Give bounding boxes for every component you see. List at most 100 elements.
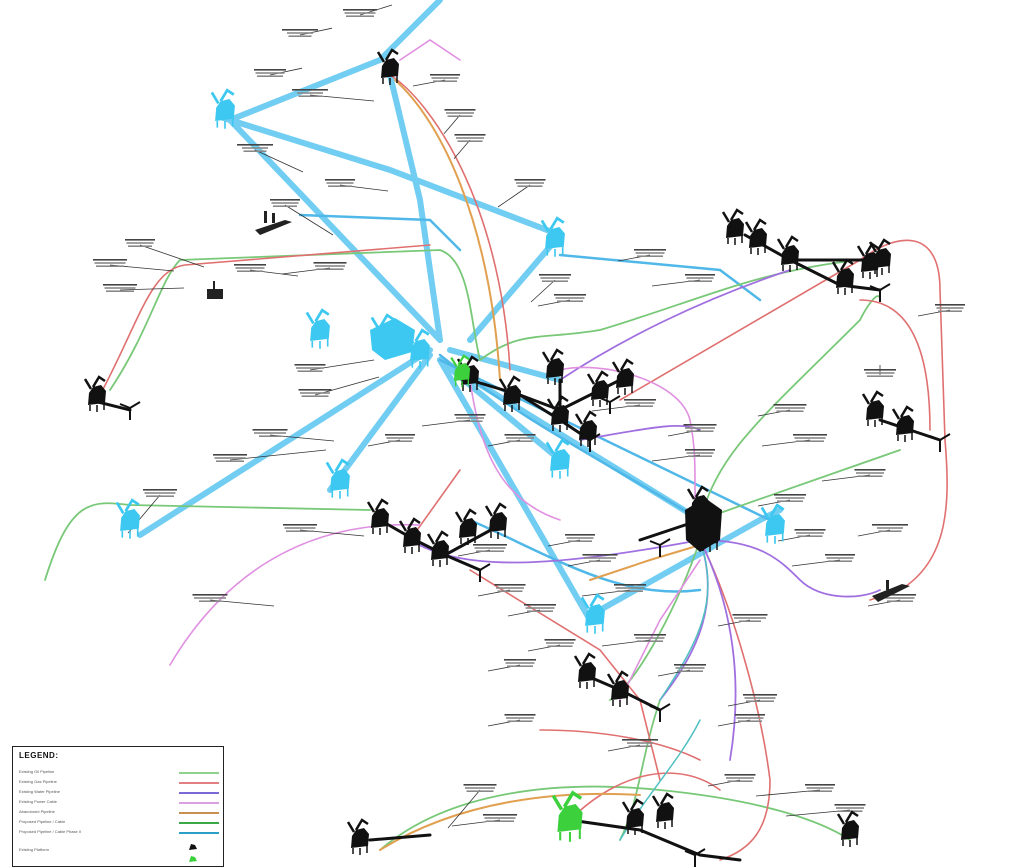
- proposed-platform-icon: [305, 308, 330, 349]
- callout-label-block: [773, 404, 807, 412]
- callout-label-block: [473, 544, 507, 552]
- vessel-icon: [255, 211, 292, 235]
- existing-platform-icon: [83, 375, 106, 412]
- callout-label-block: [298, 389, 332, 397]
- callout-label-block: [634, 249, 666, 257]
- existing-platform-icon: [366, 498, 389, 535]
- callout-label-block: [294, 364, 326, 372]
- existing-platform-icon: [498, 375, 521, 412]
- map-legend: LEGEND: Existing Oil Pipeline Existing G…: [12, 746, 224, 867]
- callout-label-block: [125, 239, 155, 247]
- existing-platform-icon: [398, 517, 421, 554]
- legend-swatch: [179, 772, 219, 774]
- existing-platform-icon: [484, 502, 507, 539]
- label-callouts: [93, 4, 965, 829]
- existing-platform-icon: [836, 810, 859, 847]
- callout-label-block: [793, 434, 827, 442]
- callout-label-block: [825, 554, 855, 562]
- existing-platform-icon: [831, 258, 854, 295]
- callout-label-block: [444, 109, 476, 117]
- callout-label-block: [622, 739, 658, 747]
- flare-stack-icon: [649, 703, 671, 722]
- callout-label-block: [494, 584, 526, 592]
- existing-platform-icon: [586, 370, 609, 407]
- existing-platform-icon: [606, 670, 629, 707]
- existing-platform-icon: [346, 818, 369, 855]
- proposed-platform-icon: [545, 438, 570, 479]
- callout-leader-line: [314, 376, 380, 396]
- legend-item-label: Proposed Pipeline / Cable: [19, 819, 66, 824]
- existing-platform-icon: [861, 390, 884, 427]
- callout-label-block: [237, 144, 273, 152]
- legend-item-label: Existing Oil Pipeline: [19, 769, 55, 774]
- red-lines: [99, 74, 948, 861]
- callout-label-block: [192, 594, 228, 602]
- callout-label-block: [325, 179, 355, 187]
- legend-swatch: [179, 812, 219, 814]
- existing-platform-icon: [574, 410, 597, 447]
- callout-label-block: [454, 414, 486, 422]
- flare-stack-icon: [579, 433, 601, 452]
- callout-label-block: [313, 262, 347, 270]
- existing-platform-icon: [621, 798, 644, 835]
- existing-platform-icon: [651, 792, 674, 829]
- callout-label-block: [524, 604, 556, 612]
- callout-label-block: [805, 784, 835, 792]
- callout-label-block: [504, 434, 536, 442]
- flare-stack-icon: [684, 848, 706, 867]
- callout-label-block: [683, 424, 717, 432]
- callout-label-block: [252, 429, 288, 437]
- legend-swatch: [179, 832, 219, 834]
- callout-label-block: [539, 274, 571, 282]
- callout-label-block: [743, 694, 777, 702]
- existing-platform-icon: [611, 358, 634, 395]
- callout-leader-line: [453, 139, 471, 160]
- legend-item-label: Existing Power Cable: [19, 799, 58, 804]
- legend-item-label: Existing Gas Pipeline: [19, 779, 57, 784]
- existing-platform-icon: [454, 508, 477, 545]
- callout-leader-line: [299, 27, 333, 36]
- callout-label-block: [614, 584, 646, 592]
- callout-label-block: [343, 9, 377, 17]
- existing-platform-icon: [776, 235, 799, 272]
- legend-title: LEGEND:: [19, 751, 59, 760]
- existing-platform-icon: [541, 348, 564, 385]
- platforms: [83, 48, 951, 867]
- callout-label-block: [774, 494, 806, 502]
- legend-footer-label: Existing Platform: [19, 847, 50, 852]
- callout-label-block: [454, 134, 486, 142]
- flare-stack-icon: [469, 563, 491, 582]
- legend-item: Proposed Pipeline / Cable: [19, 819, 219, 827]
- flare-stack-icon: [649, 538, 671, 557]
- callout-label-block: [935, 304, 965, 312]
- legend-swatch: [179, 782, 219, 784]
- callout-label-block: [724, 774, 756, 782]
- pipeline-routes: [44, 0, 948, 862]
- callout-leader-line: [269, 67, 303, 76]
- proposed-platform-icon: [189, 856, 197, 862]
- flare-stack-icon: [119, 401, 141, 420]
- callout-leader-line: [254, 149, 304, 173]
- callout-label-block: [292, 89, 328, 97]
- callout-label-block: [234, 264, 266, 272]
- callout-label-block: [624, 399, 656, 407]
- callout-label-block: [685, 274, 715, 282]
- legend-item: Abandoned Pipeline: [19, 809, 219, 817]
- existing-platform-icon: [868, 238, 891, 275]
- callout-label-block: [385, 434, 415, 442]
- callout-label-block: [213, 454, 247, 462]
- proposed-platform-icon: [115, 498, 140, 539]
- callout-label-block: [103, 284, 137, 292]
- callout-label-block: [634, 634, 666, 642]
- legend-swatch: [179, 822, 219, 824]
- new-platform-icon: [450, 354, 471, 388]
- existing-platform-icon: [376, 48, 399, 85]
- callout-leader-line: [119, 287, 185, 291]
- vessel-icon: [872, 580, 910, 602]
- flare-stack-icon: [929, 433, 951, 452]
- callout-label-block: [283, 524, 317, 532]
- callout-label-block: [565, 534, 595, 542]
- existing-platform-icon: [573, 652, 596, 689]
- legend-swatch: [179, 802, 219, 804]
- legend-item-label: Existing Water Pipeline: [19, 789, 60, 794]
